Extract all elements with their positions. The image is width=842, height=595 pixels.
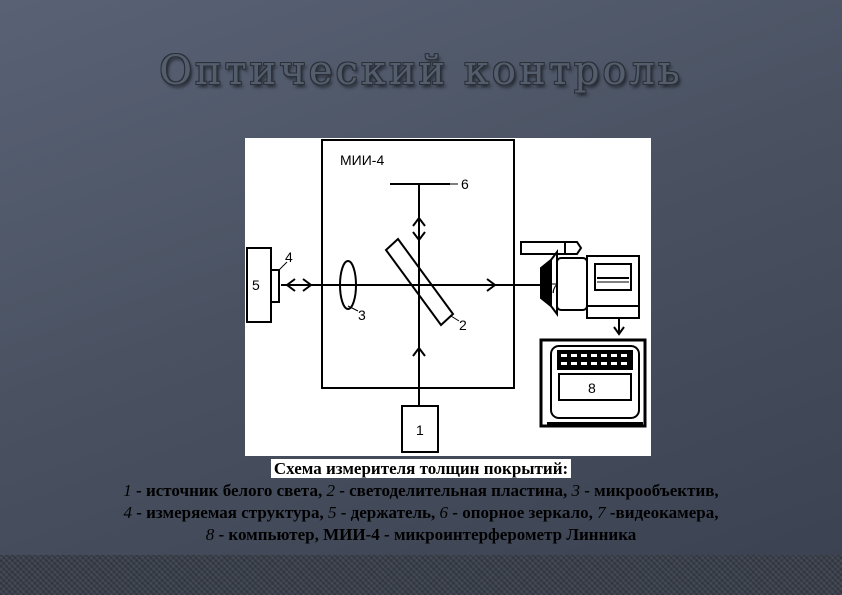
caption-line: 4 - измеряемая структура, 5 - держатель,…	[10, 502, 832, 524]
label-8: 8	[588, 380, 596, 396]
legend-number: 2	[326, 481, 335, 500]
bottom-texture-strip	[0, 555, 842, 595]
legend-number: 1	[123, 481, 132, 500]
slide-title: Оптический контроль	[159, 48, 683, 94]
label-7: 7	[550, 280, 558, 296]
legend-text: - микрообъектив,	[579, 481, 719, 500]
label-2: 2	[459, 317, 467, 333]
objective-leader-3	[347, 305, 359, 312]
legend-number: 3	[571, 481, 580, 500]
sample-4	[270, 269, 280, 303]
caption-line: 8 - компьютер, МИИ-4 - микроинтерферомет…	[10, 524, 832, 546]
legend-text: - светоделительная пластина,	[334, 481, 572, 500]
video-camera	[520, 241, 640, 319]
legend-number: 8	[205, 525, 215, 544]
caption-line: 1 - источник белого света, 2 - светодели…	[10, 480, 832, 502]
sample-leader-4	[278, 261, 288, 271]
legend-text: -видеокамера,	[605, 503, 719, 522]
legend-number: 5	[327, 503, 337, 522]
label-1: 1	[416, 422, 424, 438]
arrow-up-bottom-head	[412, 346, 426, 357]
screen-dots	[561, 354, 627, 365]
label-4: 4	[285, 249, 293, 265]
legend-text: - измеряемая структура,	[131, 503, 328, 522]
caption-title: Схема измерителя толщин покрытий:	[270, 459, 572, 478]
label-3: 3	[358, 307, 366, 323]
splitter-leader-2	[450, 315, 460, 322]
micro-objective-lens	[339, 260, 357, 310]
arrow-down-head	[412, 231, 426, 242]
beam-splitter	[384, 237, 455, 327]
caption-legend: 1 - источник белого света, 2 - светодели…	[10, 480, 832, 546]
legend-text: - держатель,	[336, 503, 440, 522]
arrow-right-small-head	[302, 278, 313, 292]
legend-text: - опорное зеркало,	[448, 503, 598, 522]
cable-arrow-head	[613, 326, 625, 336]
diagram-figure: МИИ-4 6 4 5 3 2 7 8 1	[245, 138, 651, 456]
label-5: 5	[252, 277, 260, 293]
legend-number: 6	[439, 503, 449, 522]
legend-number: 4	[123, 503, 132, 522]
legend-number: 7	[597, 503, 606, 522]
label-6: 6	[461, 176, 469, 192]
arrow-left-head	[285, 278, 296, 292]
legend-text: - источник белого света,	[131, 481, 327, 500]
arrow-up-head	[412, 216, 426, 227]
figure-caption: Схема измерителя толщин покрытий: 1 - ис…	[10, 458, 832, 546]
legend-text: - компьютер, МИИ-4 - микроинтерферометр …	[214, 525, 637, 544]
light-source-1	[401, 405, 439, 453]
arrow-right-head	[486, 278, 497, 292]
label-instrument: МИИ-4	[340, 152, 384, 168]
